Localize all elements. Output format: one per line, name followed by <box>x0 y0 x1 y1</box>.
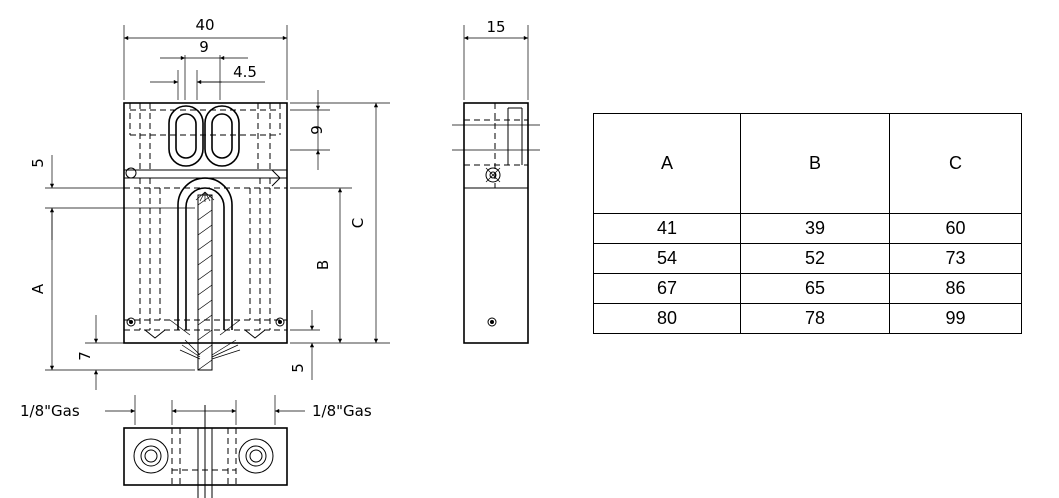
table-header-b: B <box>740 113 890 214</box>
port-label-right: 1/8"Gas <box>312 402 372 420</box>
table-cell: 60 <box>889 213 1022 244</box>
dim-bottom-5: 5 <box>289 363 307 373</box>
table-cell: 52 <box>740 243 890 274</box>
table-row: 67 65 86 <box>593 273 1022 304</box>
dim-7: 7 <box>76 351 94 361</box>
dim-label-b: B <box>314 260 332 270</box>
table-cell: 99 <box>889 303 1022 334</box>
table-header-c: C <box>889 113 1022 214</box>
port-label-left: 1/8"Gas <box>20 402 80 420</box>
dimension-table: A B C 41 39 60 54 52 73 67 65 86 80 78 9… <box>593 113 1022 334</box>
table-cell: 80 <box>593 303 741 334</box>
bottom-view: 1/8"Gas 1/8"Gas <box>20 395 372 498</box>
dim-4-5: 4.5 <box>233 63 257 81</box>
table-row: 80 78 99 <box>593 303 1022 334</box>
table-header-a: A <box>593 113 741 214</box>
table-row: 54 52 73 <box>593 243 1022 274</box>
dim-15: 15 <box>486 18 505 36</box>
table-row: 41 39 60 <box>593 213 1022 244</box>
table-cell: 78 <box>740 303 890 334</box>
dim-label-c: C <box>349 218 367 228</box>
table-cell: 67 <box>593 273 741 304</box>
table-cell: 54 <box>593 243 741 274</box>
front-dimensions: 40 9 4.5 6 C B 5 5 A 7 <box>29 16 390 390</box>
table-cell: 73 <box>889 243 1022 274</box>
dim-9: 9 <box>199 38 209 56</box>
dim-40: 40 <box>195 16 214 34</box>
dim-label-a: A <box>29 283 47 294</box>
table-header-row: A B C <box>593 113 1022 214</box>
table-cell: 39 <box>740 213 890 244</box>
table-cell: 86 <box>889 273 1022 304</box>
table-cell: 65 <box>740 273 890 304</box>
dim-top-5: 5 <box>29 158 47 168</box>
front-view <box>123 102 288 371</box>
table-cell: 41 <box>593 213 741 244</box>
dim-6: 6 <box>307 125 325 135</box>
side-view: 15 <box>452 18 540 344</box>
